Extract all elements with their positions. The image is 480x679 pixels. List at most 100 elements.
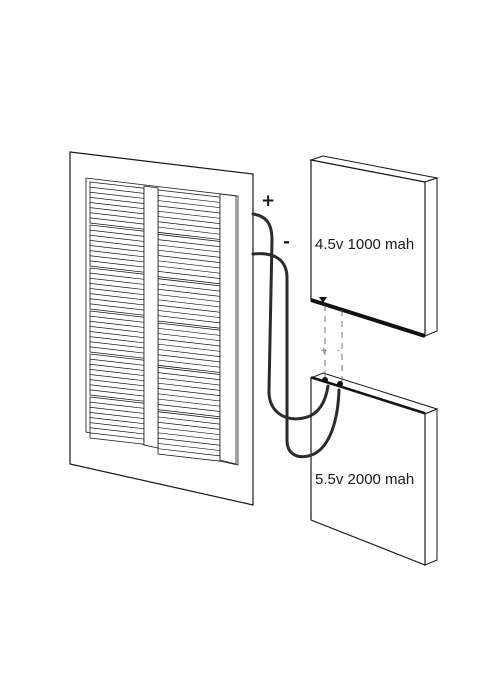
solar-cell-strip bbox=[89, 207, 145, 215]
solar-cell-strip bbox=[157, 338, 221, 347]
solar-cell-strip bbox=[89, 417, 145, 425]
solar-cell-strip bbox=[157, 315, 221, 324]
solar-cell-strip bbox=[89, 341, 145, 349]
solar-cell-strip bbox=[89, 234, 145, 242]
solar-cell-strip bbox=[89, 202, 145, 210]
connector-mark-positive: + bbox=[320, 346, 328, 356]
solar-cell-strip bbox=[157, 299, 221, 308]
positive-wire bbox=[251, 212, 330, 421]
solar-cell-strip bbox=[157, 265, 221, 274]
solar-cell-strip bbox=[157, 432, 221, 441]
solar-panel-right-rail bbox=[219, 193, 237, 465]
solar-cell-strip bbox=[157, 205, 221, 214]
solar-cell-strip bbox=[157, 255, 221, 263]
solar-panel bbox=[69, 151, 254, 506]
solar-cell-strip bbox=[89, 260, 145, 268]
solar-cell-strip bbox=[157, 216, 221, 224]
solar-cell-strip bbox=[157, 359, 221, 368]
negative-wire bbox=[251, 252, 341, 459]
solar-cell-strip bbox=[89, 331, 145, 339]
solar-cell-strip bbox=[157, 443, 221, 451]
solar-cell-strip bbox=[157, 283, 221, 292]
solar-cell-strip bbox=[89, 212, 145, 220]
solar-cell-strip bbox=[157, 333, 221, 342]
solar-panel-spine bbox=[143, 185, 159, 449]
solar-cell-strip bbox=[157, 404, 221, 412]
solar-cell-strip bbox=[157, 226, 221, 235]
battery-bottom-label: 5.5v 2000 mah bbox=[315, 471, 414, 488]
battery-bottom-terminal-negative bbox=[337, 381, 343, 387]
battery-bottom-side-face bbox=[424, 408, 438, 566]
solar-cell-strip bbox=[89, 293, 145, 301]
solar-cell-strip bbox=[89, 255, 145, 263]
solar-cell-strip bbox=[157, 327, 221, 336]
solar-cell-strip bbox=[157, 388, 221, 396]
battery-top-bottom-edge bbox=[310, 298, 426, 338]
battery-top-label: 4.5v 1000 mah bbox=[315, 236, 414, 253]
solar-cell-strip bbox=[157, 194, 221, 203]
battery-bottom: 5.5v 2000 mah bbox=[309, 372, 439, 566]
solar-cell-strip bbox=[89, 427, 145, 435]
battery-top-terminal-marker bbox=[319, 297, 327, 303]
solar-cell-strip bbox=[89, 412, 145, 419]
solar-cell-strip bbox=[157, 382, 221, 391]
solar-cell-strip bbox=[157, 221, 221, 230]
solar-cell-strip bbox=[89, 374, 145, 382]
negative-sign: - bbox=[283, 232, 290, 252]
solar-cell-strip bbox=[157, 349, 221, 357]
solar-cell-strip bbox=[89, 389, 145, 397]
solar-cell-strip bbox=[157, 343, 221, 352]
solar-cell-strip bbox=[89, 303, 145, 311]
solar-cell-strip bbox=[89, 432, 145, 440]
solar-cell-strip bbox=[157, 427, 221, 436]
solar-cell-strip bbox=[89, 363, 145, 371]
solar-panel-inner-border bbox=[85, 177, 239, 466]
battery-top: 4.5v 1000 mah bbox=[309, 155, 439, 338]
solar-cell-strip bbox=[157, 239, 221, 248]
solar-cell-strip bbox=[157, 377, 221, 386]
solar-cell-strip bbox=[89, 245, 145, 253]
battery-bottom-front-face bbox=[310, 377, 426, 566]
solar-cell-strip bbox=[157, 398, 221, 407]
solar-cell-strip bbox=[89, 186, 145, 194]
solar-cell-strip bbox=[157, 448, 221, 457]
solar-cell-strip bbox=[89, 358, 145, 366]
solar-cell-strip bbox=[89, 336, 145, 344]
solar-cell-strip bbox=[89, 422, 145, 430]
solar-cell-strip bbox=[157, 210, 221, 219]
solar-cell-strip bbox=[157, 200, 221, 209]
solar-cell-strip bbox=[89, 277, 145, 285]
wires bbox=[251, 212, 341, 459]
solar-cell-strip bbox=[157, 294, 221, 303]
solar-cell-strip bbox=[89, 346, 145, 354]
solar-cell-strip bbox=[89, 191, 145, 199]
solar-cell-strip bbox=[157, 437, 221, 446]
solar-cell-strip bbox=[157, 416, 221, 425]
solar-cell-strip bbox=[157, 260, 221, 269]
solar-cell-strip bbox=[89, 217, 145, 225]
solar-cell-strip bbox=[89, 250, 145, 258]
solar-cell-strip bbox=[157, 310, 221, 318]
solar-cell-strip bbox=[157, 244, 221, 253]
solar-cell-strip bbox=[157, 304, 221, 313]
solar-cell-strip bbox=[89, 326, 145, 333]
alignment-guides: + - bbox=[320, 305, 343, 382]
battery-bottom-terminal-positive bbox=[322, 377, 328, 383]
solar-cell-strip bbox=[157, 288, 221, 297]
solar-cell-strip bbox=[157, 393, 221, 402]
solar-cell-strip bbox=[89, 272, 145, 280]
solar-cell-strip bbox=[89, 401, 145, 409]
positive-sign: + bbox=[261, 191, 275, 211]
solar-cell-strip bbox=[89, 384, 145, 392]
solar-cell-strip bbox=[89, 315, 145, 323]
solar-cell-strip bbox=[157, 421, 221, 430]
solar-cell-strip bbox=[89, 406, 145, 414]
solar-cell-strip bbox=[157, 271, 221, 279]
solar-cell-strip bbox=[157, 354, 221, 363]
solar-cell-strip bbox=[89, 229, 145, 237]
solar-cell-strip bbox=[89, 320, 145, 328]
solar-cell-strip bbox=[89, 298, 145, 306]
connector-mark-negative: - bbox=[337, 346, 340, 356]
solar-cell-strip bbox=[89, 369, 145, 376]
